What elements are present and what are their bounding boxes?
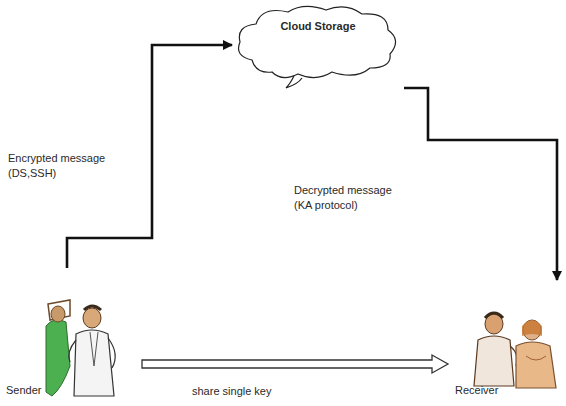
sender-figure xyxy=(40,296,130,402)
edge-label: share single key xyxy=(190,383,274,400)
cloud-path xyxy=(239,6,396,88)
receiver-actor: Receiver xyxy=(452,280,566,402)
receiver-figure xyxy=(470,306,560,390)
edge-label: Encrypted message (DS,SSH) xyxy=(6,150,120,182)
node-label: Sender xyxy=(6,384,128,398)
flow-connector xyxy=(142,355,448,373)
cloud-storage: Cloud Storage xyxy=(232,2,404,92)
node-label: Cloud Storage xyxy=(242,20,394,34)
edge-label: Decrypted message (KA protocol) xyxy=(292,182,414,214)
node-label: Receiver xyxy=(455,384,566,398)
sender-actor: Sender xyxy=(4,268,128,402)
cloud-outline xyxy=(232,2,404,92)
flow-connector xyxy=(404,88,557,280)
